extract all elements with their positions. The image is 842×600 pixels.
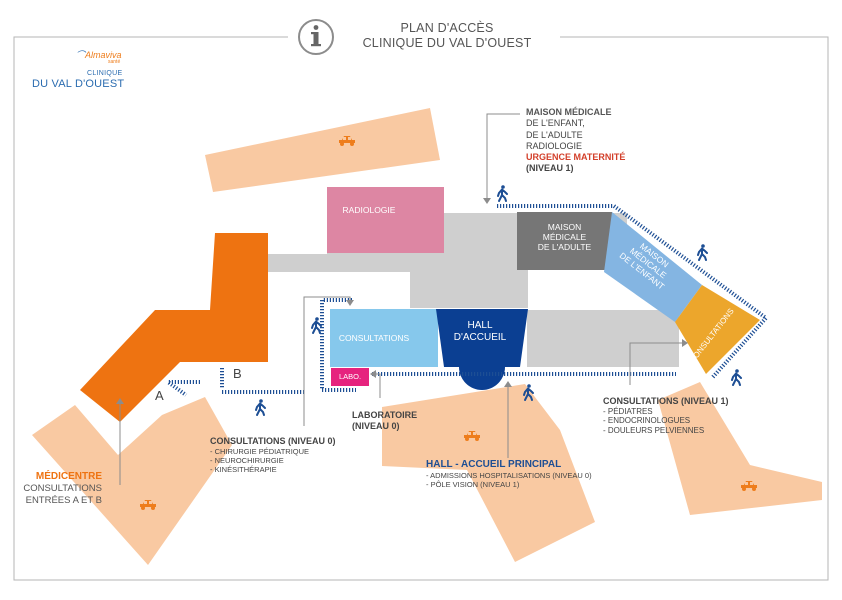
maison-callout-line3: RADIOLOGIE xyxy=(526,140,583,151)
consultations-left-label: CONSULTATIONS xyxy=(338,333,410,343)
pedestrian-icon xyxy=(255,398,266,416)
maison-adulte-label: MAISON MÉDICALE DE L'ADULTE xyxy=(517,222,612,253)
medicentre-line2: ENTRÉES A ET B xyxy=(25,495,102,507)
hall-callout: HALL - ACCUEIL PRINCIPAL - ADMISSIONS HO… xyxy=(426,459,592,489)
entrance-a-label: A xyxy=(155,388,164,403)
consultations-left-building xyxy=(330,309,438,367)
consult0-item: - CHIRURGIE PÉDIATRIQUE xyxy=(210,446,310,456)
hall-callout-item: - ADMISSIONS HOSPITALISATIONS (NIVEAU 0) xyxy=(426,471,592,480)
laboratoire-line2: (NIVEAU 0) xyxy=(352,420,400,431)
pedestrian-icon xyxy=(731,368,742,386)
radiologie-building xyxy=(327,187,444,253)
info-circle-icon xyxy=(298,19,334,55)
maison-adulte-line1: MAISON xyxy=(547,222,582,232)
logo-line2: DU VAL D'OUEST xyxy=(32,78,125,90)
laboratoire-line1: LABORATOIRE xyxy=(352,410,418,420)
parking-lots xyxy=(32,108,822,565)
title-line1: PLAN D'ACCÈS xyxy=(400,21,494,35)
logo-brand-name: Almaviva xyxy=(85,50,122,60)
maison-adulte-line2: MÉDICALE xyxy=(542,232,587,243)
brand-mark-icon: ⌒ xyxy=(76,50,86,60)
leader-arrows xyxy=(116,198,688,404)
labo-label: LABO. xyxy=(338,372,362,381)
logo-line1: CLINIQUE xyxy=(87,70,123,77)
consult0-item: - NEUROCHIRURGIE xyxy=(210,455,284,465)
maison-callout-line1: DE L'ENFANT, xyxy=(526,118,585,129)
maison-callout-line2: DE L'ADULTE xyxy=(526,129,583,140)
medicentre-building xyxy=(80,233,268,422)
logo-brand-sub: santé xyxy=(108,59,121,65)
urgence-maternite: URGENCE MATERNITÉ xyxy=(526,152,626,162)
consultations-right-building xyxy=(675,285,760,374)
parking-top xyxy=(205,108,440,192)
pedestrian-icon xyxy=(311,316,322,334)
maison-adulte-line3: DE L'ADULTE xyxy=(537,242,592,253)
medicentre-title: MÉDICENTRE xyxy=(35,471,102,482)
consult1-title: CONSULTATIONS (NIVEAU 1) xyxy=(603,396,729,406)
maison-enfant-building xyxy=(604,212,702,322)
laboratoire-callout: LABORATOIRE (NIVEAU 0) xyxy=(352,410,417,432)
pedestrian-icon xyxy=(497,184,508,202)
maison-callout-niveau: (NIVEAU 1) xyxy=(526,163,574,174)
consult1-item: - PÉDIATRES xyxy=(603,406,653,416)
labo-building xyxy=(331,368,369,386)
walking-paths xyxy=(161,204,769,397)
consult0-item: - KINÉSITHÉRAPIE xyxy=(210,464,277,474)
hall-label: HALL D'ACCUEIL xyxy=(440,320,520,344)
consult1-callout: CONSULTATIONS (NIVEAU 1) - PÉDIATRES - E… xyxy=(603,396,729,436)
maison-adulte-building xyxy=(517,212,612,270)
medicentre-callout: MÉDICENTRE CONSULTATIONS ENTRÉES A ET B xyxy=(20,470,102,508)
title-line2: CLINIQUE DU VAL D'OUEST xyxy=(362,36,532,50)
map-frame xyxy=(13,36,829,581)
maison-callout: MAISON MÉDICALE DE L'ENFANT, DE L'ADULTE… xyxy=(526,107,625,175)
consult1-item: - ENDOCRINOLOGUES xyxy=(603,416,691,426)
medicentre-line1: CONSULTATIONS xyxy=(23,483,102,494)
consult0-title: CONSULTATIONS (NIVEAU 0) xyxy=(210,436,336,446)
hall-line1: HALL xyxy=(467,320,493,331)
map-title: PLAN D'ACCÈS CLINIQUE DU VAL D'OUEST xyxy=(352,21,542,51)
logo-brand: ⌒Almaviva xyxy=(76,48,122,61)
radiologie-label: RADIOLOGIE xyxy=(342,205,396,215)
parking-bottom-right xyxy=(658,382,822,515)
buildings xyxy=(80,187,760,422)
consult0-callout: CONSULTATIONS (NIVEAU 0) - CHIRURGIE PÉD… xyxy=(210,436,336,474)
parking-bottom-center xyxy=(382,384,595,562)
hall-callout-title: HALL - ACCUEIL PRINCIPAL xyxy=(426,459,562,470)
entrance-b-label: B xyxy=(233,366,242,381)
consult1-item: - DOULEURS PELVIENNES xyxy=(603,425,705,435)
hall-callout-item: - PÔLE VISION (NIVEAU 1) xyxy=(426,480,520,489)
hall-line2: D'ACCUEIL xyxy=(453,332,507,343)
maison-callout-title: MAISON MÉDICALE xyxy=(526,107,612,117)
parking-bottom-left xyxy=(32,397,232,565)
pedestrian-icon xyxy=(697,243,708,261)
hall-building xyxy=(436,309,528,390)
